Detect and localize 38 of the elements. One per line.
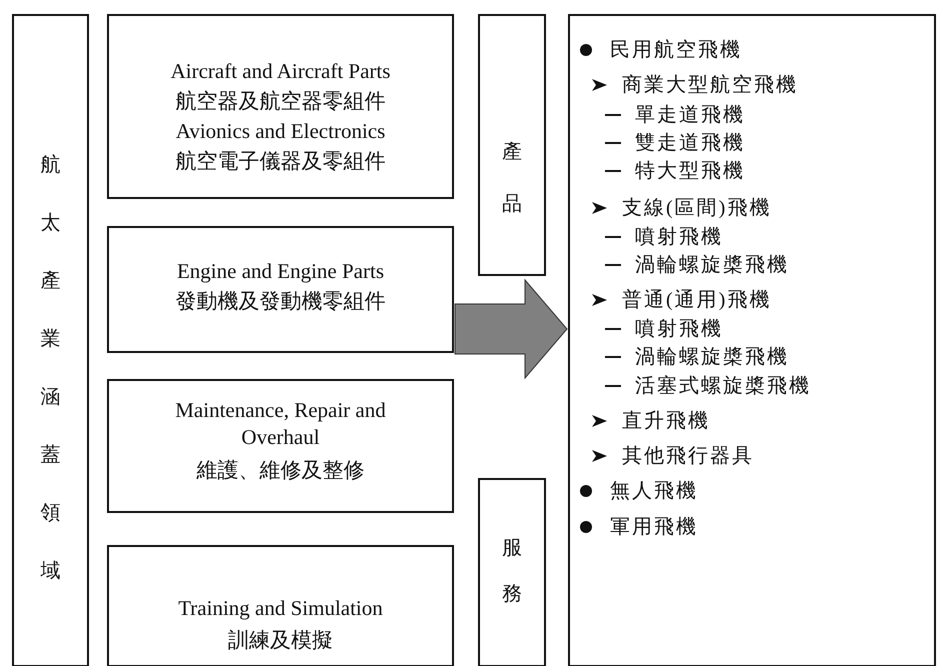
category-label: 訓練及模擬 [227, 627, 334, 654]
list-item: 普通(通用)飛機 [622, 288, 772, 312]
list-item: 民用航空飛機 [610, 38, 742, 62]
vertical-label: 產品 [502, 140, 522, 217]
vertical-label: 航太產業涵蓋領域 [40, 153, 60, 584]
category-box [107, 14, 454, 199]
category-box [12, 14, 89, 666]
category-label: 航空器及航空器零組件 [174, 88, 386, 115]
category-box [107, 379, 454, 513]
category-label: Avionics and Electronics [174, 118, 386, 145]
vertical-label: 服務 [502, 536, 522, 607]
category-label: Maintenance, Repair and Overhaul [174, 397, 387, 452]
list-item: 渦輪螺旋槳飛機 [635, 253, 789, 277]
list-item: 活塞式螺旋槳飛機 [635, 374, 811, 398]
list-item: 無人飛機 [610, 479, 698, 503]
category-label: Training and Simulation [177, 595, 384, 622]
category-box [107, 226, 454, 353]
list-item: 商業大型航空飛機 [622, 73, 798, 97]
list-item: 雙走道飛機 [635, 131, 745, 155]
block-arrow [454, 278, 568, 380]
list-item: 軍用飛機 [610, 515, 698, 539]
category-label: Engine and Engine Parts [176, 258, 386, 285]
list-item: 其他飛行器具 [622, 444, 754, 468]
list-item: 單走道飛機 [635, 103, 745, 127]
category-label: 發動機及發動機零組件 [174, 288, 386, 315]
list-item: 直升飛機 [622, 409, 710, 433]
category-box [478, 14, 546, 276]
category-box [107, 545, 454, 666]
category-label: 維護、維修及整修 [196, 457, 366, 484]
category-label: Aircraft and Aircraft Parts [170, 58, 392, 85]
list-item: 特大型飛機 [635, 159, 745, 183]
category-box [478, 478, 546, 666]
list-item: 渦輪螺旋槳飛機 [635, 345, 789, 369]
list-item: 噴射飛機 [635, 225, 723, 249]
list-panel [568, 14, 936, 666]
list-item: 噴射飛機 [635, 317, 723, 341]
list-item: 支線(區間)飛機 [622, 196, 772, 220]
category-label: 航空電子儀器及零組件 [174, 148, 386, 175]
